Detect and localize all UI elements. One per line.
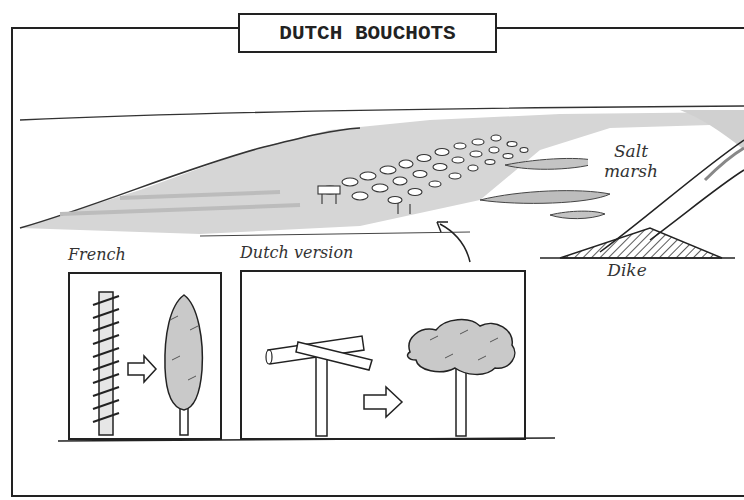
- dutch-t-post: [266, 336, 372, 436]
- arrow-symbol: [364, 387, 402, 417]
- arrow-symbol: [128, 356, 156, 382]
- panel-heading: Dutch version: [234, 242, 359, 263]
- dutch-panel: Dutch version: [240, 270, 526, 440]
- french-screw-post: [93, 292, 119, 435]
- structure-label: Dike: [596, 259, 658, 281]
- title-box: DUTCH BOUCHOTS: [238, 13, 497, 53]
- outer-frame: [12, 28, 744, 496]
- area-label: Salt marsh: [588, 140, 674, 182]
- title-text: DUTCH BOUCHOTS: [279, 22, 455, 45]
- landscape: [20, 106, 744, 236]
- panel-heading: French: [62, 244, 132, 265]
- french-panel: French: [68, 272, 222, 440]
- french-mussel-column: [165, 295, 202, 435]
- dutch-mussel-crown: [408, 320, 515, 436]
- leader-arrow: [437, 222, 470, 262]
- bouchot-cluster: [318, 135, 528, 214]
- dike: [540, 140, 744, 258]
